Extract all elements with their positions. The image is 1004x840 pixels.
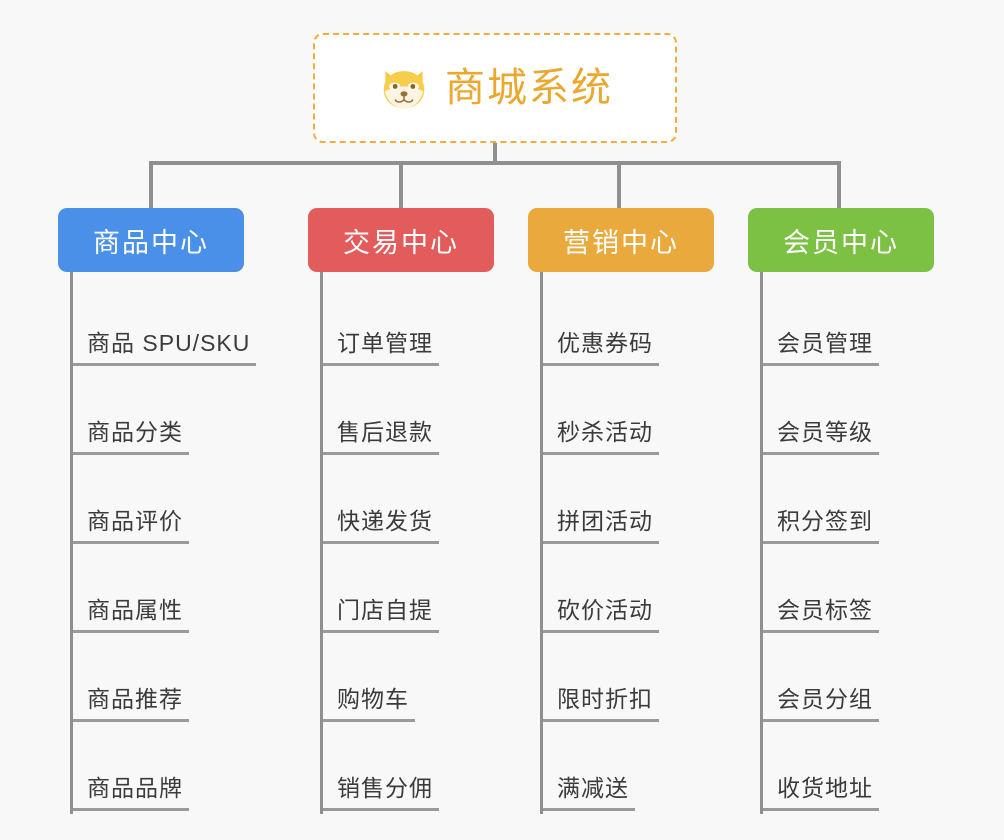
list-item-label: 销售分佣 [323, 769, 439, 811]
list-item-label: 购物车 [323, 680, 415, 722]
list-item-label: 会员管理 [763, 324, 879, 366]
category-column-marketing: 营销中心 优惠券码 秒杀活动 拼团活动 砍价活动 限时折扣 满减送 [528, 208, 728, 814]
category-label: 商品中心 [93, 227, 209, 258]
list-item-label: 秒杀活动 [543, 413, 659, 455]
list-item[interactable]: 门店自提 [323, 547, 506, 636]
list-item-label: 售后退款 [323, 413, 439, 455]
connector-drop-2 [399, 161, 403, 209]
list-item-label: 收货地址 [763, 769, 879, 811]
category-header-marketing[interactable]: 营销中心 [528, 208, 714, 272]
list-item[interactable]: 优惠券码 [543, 280, 726, 369]
list-item[interactable]: 会员分组 [763, 636, 946, 725]
shiba-dog-icon [383, 71, 425, 109]
category-header-member[interactable]: 会员中心 [748, 208, 934, 272]
list-item-label: 会员标签 [763, 591, 879, 633]
category-label: 会员中心 [783, 227, 899, 258]
list-item-label: 会员分组 [763, 680, 879, 722]
connector-root-stem [493, 143, 497, 165]
category-column-trade: 交易中心 订单管理 售后退款 快递发货 门店自提 购物车 销售分佣 [308, 208, 508, 814]
list-item[interactable]: 会员等级 [763, 369, 946, 458]
list-item[interactable]: 秒杀活动 [543, 369, 726, 458]
list-item-label: 门店自提 [323, 591, 439, 633]
category-label: 营销中心 [563, 227, 679, 258]
root-node[interactable]: 商城系统 [313, 33, 677, 143]
list-item-label: 商品评价 [73, 502, 189, 544]
list-item[interactable]: 快递发货 [323, 458, 506, 547]
list-item-label: 快递发货 [323, 502, 439, 544]
list-item[interactable]: 收货地址 [763, 725, 946, 814]
list-item-label: 限时折扣 [543, 680, 659, 722]
list-item[interactable]: 商品属性 [73, 547, 256, 636]
category-header-trade[interactable]: 交易中心 [308, 208, 494, 272]
list-item[interactable]: 销售分佣 [323, 725, 506, 814]
list-item[interactable]: 售后退款 [323, 369, 506, 458]
connector-drop-3 [617, 161, 621, 209]
list-item-label: 订单管理 [323, 324, 439, 366]
category-column-member: 会员中心 会员管理 会员等级 积分签到 会员标签 会员分组 收货地址 [748, 208, 948, 814]
list-item-label: 商品属性 [73, 591, 189, 633]
category-column-product: 商品中心 商品 SPU/SKU 商品分类 商品评价 商品属性 商品推荐 商品品牌 [58, 208, 258, 814]
list-item[interactable]: 满减送 [543, 725, 726, 814]
list-item[interactable]: 商品品牌 [73, 725, 256, 814]
list-item-label: 商品 SPU/SKU [73, 324, 257, 366]
category-header-product[interactable]: 商品中心 [58, 208, 244, 272]
root-title: 商城系统 [445, 66, 613, 110]
list-item[interactable]: 订单管理 [323, 280, 506, 369]
list-item-label: 拼团活动 [543, 502, 659, 544]
list-item-label: 满减送 [543, 769, 635, 811]
connector-drop-4 [837, 161, 841, 209]
category-label: 交易中心 [343, 227, 459, 258]
list-item[interactable]: 积分签到 [763, 458, 946, 547]
list-item-label: 砍价活动 [543, 591, 659, 633]
list-item[interactable]: 会员管理 [763, 280, 946, 369]
list-item[interactable]: 拼团活动 [543, 458, 726, 547]
list-item[interactable]: 限时折扣 [543, 636, 726, 725]
list-item-label: 积分签到 [763, 502, 879, 544]
category-items-marketing: 优惠券码 秒杀活动 拼团活动 砍价活动 限时折扣 满减送 [540, 272, 726, 814]
connector-horizontal-bus [149, 161, 841, 165]
list-item[interactable]: 商品分类 [73, 369, 256, 458]
category-items-member: 会员管理 会员等级 积分签到 会员标签 会员分组 收货地址 [760, 272, 946, 814]
list-item[interactable]: 商品评价 [73, 458, 256, 547]
list-item[interactable]: 商品 SPU/SKU [73, 280, 257, 369]
category-items-product: 商品 SPU/SKU 商品分类 商品评价 商品属性 商品推荐 商品品牌 [70, 272, 257, 814]
list-item[interactable]: 购物车 [323, 636, 506, 725]
connector-drop-1 [149, 161, 153, 209]
list-item[interactable]: 砍价活动 [543, 547, 726, 636]
list-item[interactable]: 商品推荐 [73, 636, 256, 725]
list-item-label: 优惠券码 [543, 324, 659, 366]
list-item-label: 会员等级 [763, 413, 879, 455]
category-items-trade: 订单管理 售后退款 快递发货 门店自提 购物车 销售分佣 [320, 272, 506, 814]
list-item-label: 商品推荐 [73, 680, 189, 722]
list-item-label: 商品分类 [73, 413, 189, 455]
list-item-label: 商品品牌 [73, 769, 189, 811]
list-item[interactable]: 会员标签 [763, 547, 946, 636]
